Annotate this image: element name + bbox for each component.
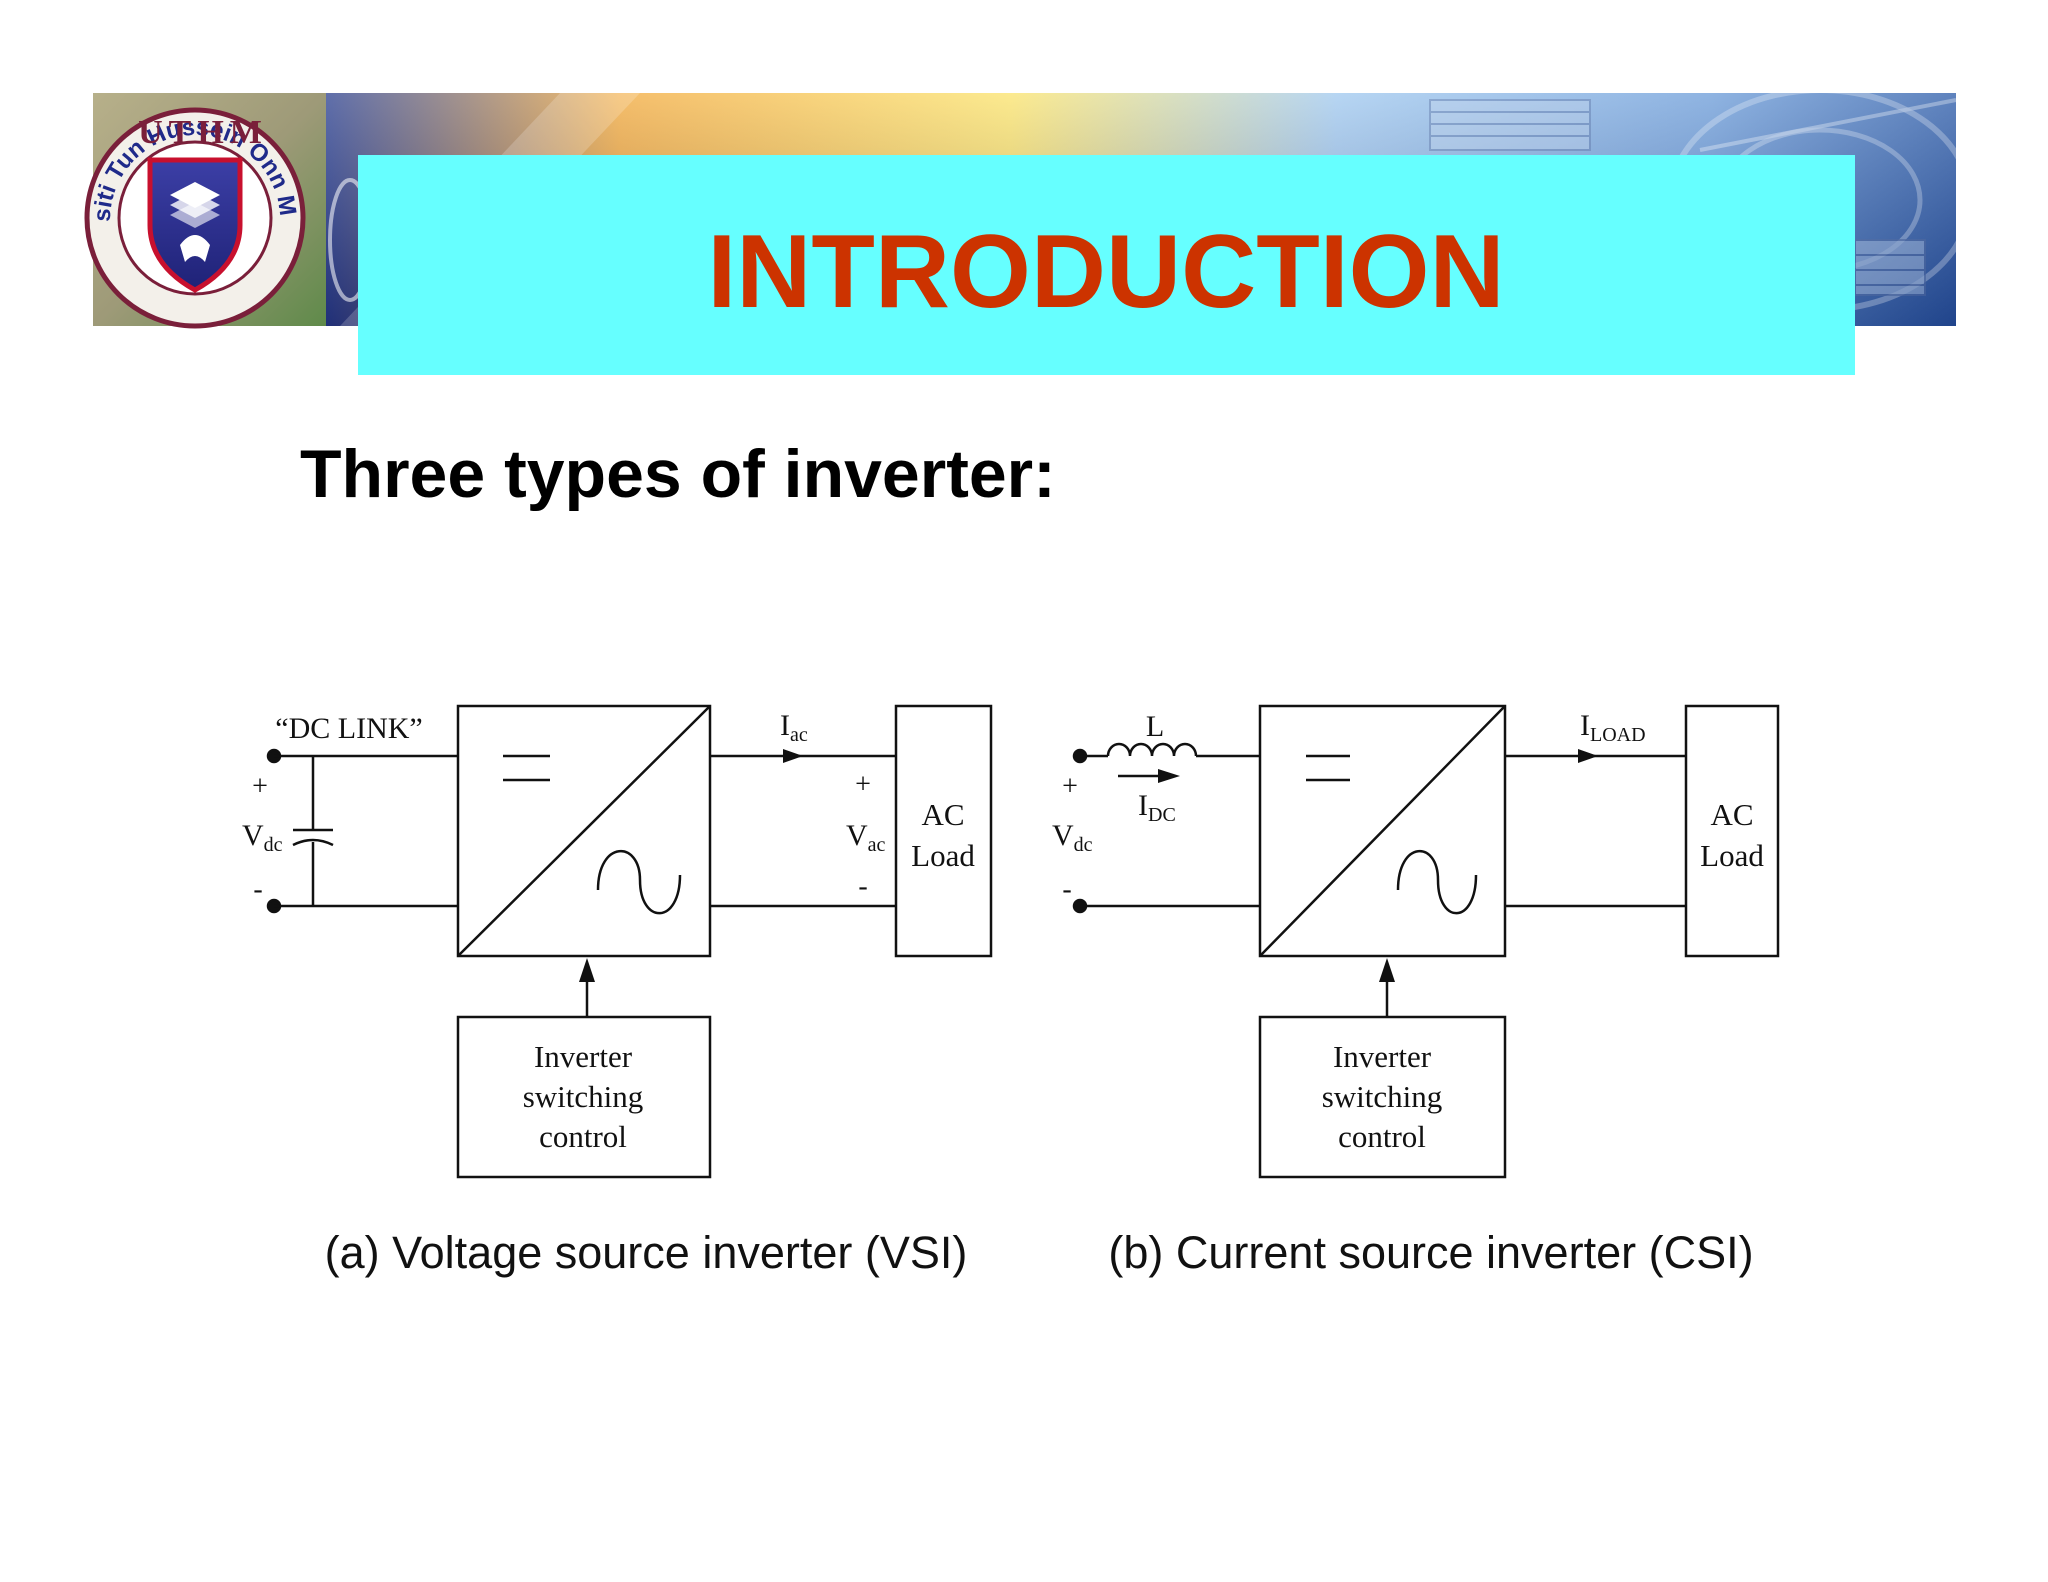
vsi-dc-link-label: “DC LINK” bbox=[275, 712, 422, 745]
title-box bbox=[358, 155, 1855, 375]
csi-load-line1: AC bbox=[1710, 797, 1753, 832]
vsi-load-line2: Load bbox=[911, 838, 975, 873]
csi-inverter-diagonal bbox=[1259, 705, 1506, 957]
vsi-iac-label: Iac bbox=[780, 709, 808, 746]
vsi-inverter-block bbox=[456, 704, 712, 958]
csi-diagram bbox=[1072, 704, 1780, 1179]
vsi-labels: “DC LINK” + Vdc - Iac + Vac - AC Load In… bbox=[242, 709, 975, 1154]
csi-caption: (b) Current source inverter (CSI) bbox=[1108, 1227, 1753, 1278]
csi-control-line3: control bbox=[1338, 1119, 1426, 1154]
vsi-control-line1: Inverter bbox=[534, 1039, 633, 1074]
vsi-capacitor-icon bbox=[292, 756, 334, 906]
csi-vdc-label: Vdc bbox=[1052, 819, 1093, 856]
csi-load-line2: Load bbox=[1700, 838, 1764, 873]
csi-inverter-block bbox=[1258, 704, 1507, 958]
vsi-vac-label: Vac bbox=[846, 819, 886, 856]
csi-vdc-minus: - bbox=[1062, 874, 1071, 905]
csi-labels: L IDC + Vdc - ILOAD AC Load Inverter swi… bbox=[1052, 709, 1764, 1154]
vsi-control-arrow-icon bbox=[579, 958, 595, 982]
vsi-load-line1: AC bbox=[921, 797, 964, 832]
vsi-diagram bbox=[266, 704, 993, 1179]
csi-inductor-label: L bbox=[1146, 710, 1164, 743]
csi-ac-load-box bbox=[1684, 704, 1780, 958]
vsi-ac-load-box bbox=[894, 704, 993, 958]
csi-idc-arrow-icon bbox=[1158, 769, 1180, 783]
vsi-iac-arrow-icon bbox=[783, 749, 803, 763]
csi-inductor-icon bbox=[1106, 742, 1198, 757]
logo-book-icon bbox=[170, 182, 220, 262]
logo-top-text: UTHM bbox=[138, 114, 268, 151]
vsi-vac-minus: - bbox=[858, 871, 867, 902]
vsi-vac-plus: + bbox=[855, 769, 871, 800]
csi-iload-arrow-icon bbox=[1578, 749, 1598, 763]
csi-dc-symbol-icon bbox=[1306, 754, 1350, 782]
vsi-control-box bbox=[456, 1015, 712, 1179]
csi-idc-label: IDC bbox=[1138, 789, 1176, 826]
csi-iload-label: ILOAD bbox=[1580, 709, 1646, 746]
vsi-control-line3: control bbox=[539, 1119, 627, 1154]
vsi-caption: (a) Voltage source inverter (VSI) bbox=[325, 1227, 968, 1278]
university-logo: Universiti Tun Hussein Onn Malaysia UTHM bbox=[0, 0, 326, 329]
page-title: INTRODUCTION bbox=[707, 214, 1504, 330]
vsi-dc-symbol-icon bbox=[503, 754, 550, 782]
section-heading: Three types of inverter: bbox=[300, 436, 1056, 512]
csi-control-line1: Inverter bbox=[1333, 1039, 1432, 1074]
vsi-vdc-plus: + bbox=[252, 771, 268, 802]
vsi-inverter-diagonal bbox=[457, 705, 711, 957]
vsi-vdc-minus: - bbox=[253, 874, 262, 905]
csi-control-arrow-icon bbox=[1379, 958, 1395, 982]
vsi-vdc-label: Vdc bbox=[242, 819, 283, 856]
csi-control-box bbox=[1258, 1015, 1507, 1179]
csi-vdc-plus: + bbox=[1062, 771, 1078, 802]
vsi-control-line2: switching bbox=[523, 1079, 644, 1114]
vsi-ac-wave-icon bbox=[596, 850, 682, 915]
csi-ac-wave-icon bbox=[1396, 850, 1478, 915]
csi-control-line2: switching bbox=[1322, 1079, 1443, 1114]
